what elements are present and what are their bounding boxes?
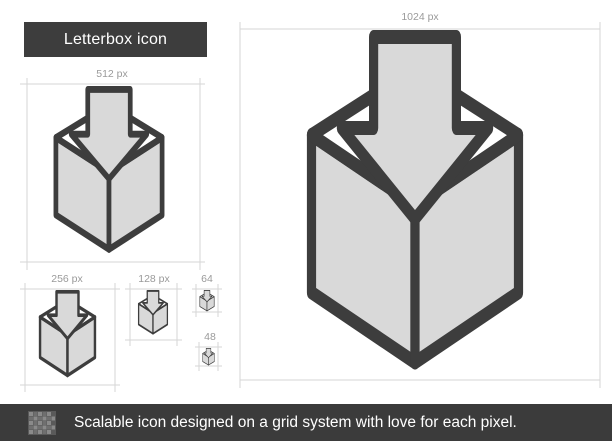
page-title: Letterbox icon bbox=[24, 22, 207, 57]
letterbox-icon-1024 bbox=[300, 30, 530, 380]
size-label-64: 64 bbox=[201, 273, 213, 285]
letterbox-icon-128 bbox=[137, 290, 169, 336]
pixel-grid-icon bbox=[28, 410, 56, 435]
size-label-512: 512 px bbox=[96, 68, 128, 80]
size-label-48: 48 bbox=[204, 331, 216, 343]
letterbox-icon-48 bbox=[202, 348, 215, 366]
size-label-1024: 1024 px bbox=[401, 11, 439, 23]
size-label-128: 128 px bbox=[138, 273, 170, 285]
letterbox-icon-64 bbox=[199, 290, 215, 312]
letterbox-icon-256 bbox=[37, 290, 98, 380]
footer-bar: Scalable icon designed on a grid system … bbox=[0, 404, 612, 441]
size-label-256: 256 px bbox=[51, 273, 83, 285]
letterbox-icon-512 bbox=[50, 86, 168, 258]
footer-caption: Scalable icon designed on a grid system … bbox=[74, 413, 517, 431]
